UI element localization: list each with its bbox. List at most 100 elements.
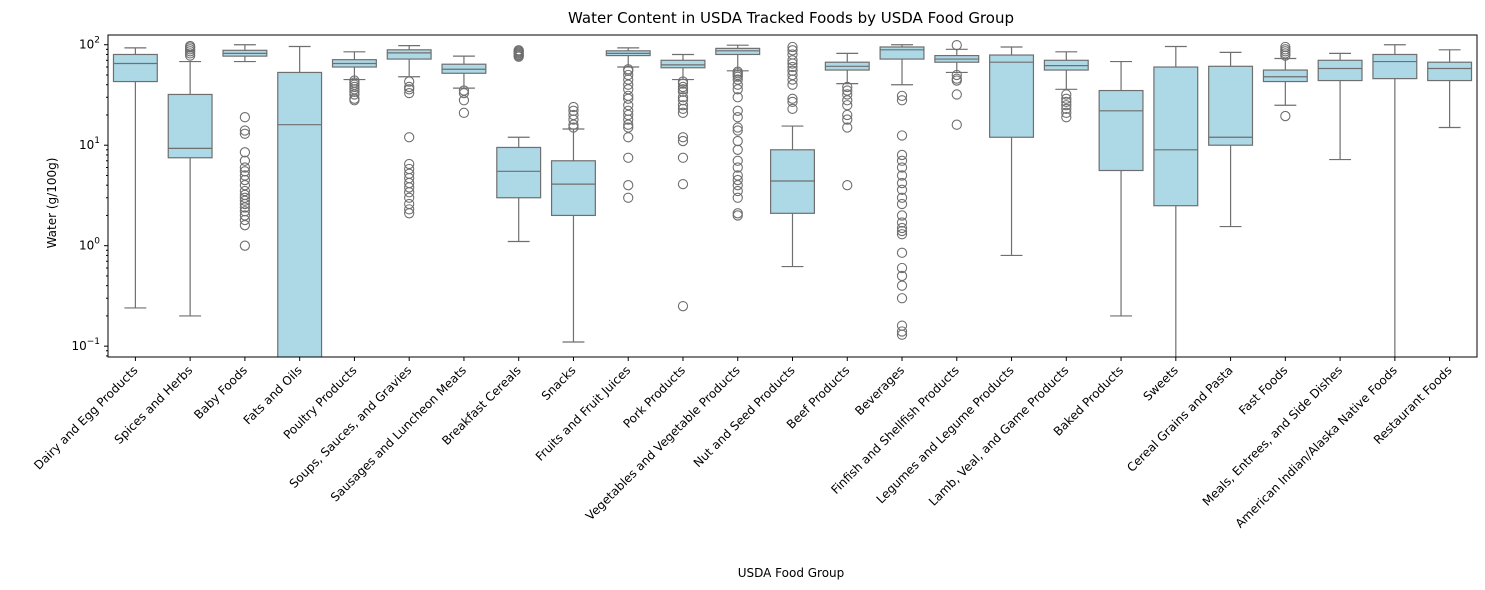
outlier-point	[1280, 41, 1291, 53]
x-tick-label: Fast Foods	[1236, 363, 1290, 417]
outlier-point	[404, 182, 415, 193]
outlier-point	[896, 210, 908, 221]
outlier-point	[896, 217, 908, 228]
iqr-box	[1372, 53, 1418, 80]
outlier-point	[677, 92, 689, 103]
outlier-point	[239, 112, 251, 123]
outlier-point	[732, 162, 743, 173]
outlier-point	[458, 107, 470, 118]
outlier-point	[677, 107, 689, 118]
outlier-point	[677, 152, 689, 163]
box-group	[824, 52, 870, 191]
outlier-point	[732, 192, 743, 203]
outlier-point	[404, 84, 415, 95]
outlier-point	[842, 114, 853, 125]
iqr-box	[879, 46, 925, 60]
box-group	[769, 41, 816, 268]
outlier-point	[623, 114, 634, 125]
box-group	[1262, 41, 1308, 122]
outlier-point	[732, 144, 743, 155]
x-tick-label: Fruits and Fruit Juices	[533, 363, 634, 464]
outlier-point	[732, 208, 743, 219]
x-tick-label: Beverages	[852, 363, 907, 418]
outlier-point	[349, 95, 360, 106]
iqr-box	[660, 59, 706, 69]
outlier-point	[787, 103, 798, 115]
box-group	[496, 45, 542, 243]
outlier-point	[732, 180, 743, 191]
outlier-point	[404, 198, 415, 210]
outlier-point	[787, 55, 798, 66]
outlier-point	[1061, 107, 1072, 118]
outlier-point	[732, 125, 743, 136]
iqr-box	[550, 160, 596, 217]
outlier-point	[677, 178, 689, 190]
chart-title: Water Content in USDA Tracked Foods by U…	[568, 9, 1014, 27]
x-tick-label: Cereal Grains and Pasta	[1124, 363, 1235, 474]
outlier-point	[677, 103, 689, 115]
outlier-point	[239, 125, 251, 136]
outlier-point	[842, 109, 853, 121]
outlier-point	[239, 214, 251, 226]
outlier-point	[787, 93, 798, 104]
outlier-point	[239, 174, 251, 186]
outlier-point	[239, 147, 251, 158]
outlier-point	[732, 92, 743, 103]
outlier-point	[951, 69, 962, 81]
box-group	[1317, 52, 1363, 161]
outlier-point	[1280, 44, 1291, 55]
box-group	[1153, 45, 1199, 357]
outlier-point	[677, 86, 689, 97]
box-group	[441, 55, 487, 118]
box-group	[1098, 60, 1144, 317]
outlier-point	[951, 89, 962, 100]
plot-clip-group	[112, 40, 1473, 357]
plot-area	[112, 40, 1473, 357]
outlier-point	[732, 185, 743, 197]
outlier-point	[349, 86, 360, 97]
outlier-point	[239, 128, 251, 139]
outlier-point	[787, 96, 798, 108]
outlier-point	[732, 210, 743, 221]
outlier-point	[677, 135, 689, 147]
outlier-point	[732, 174, 743, 186]
outlier-point	[623, 180, 634, 191]
outlier-point	[732, 135, 743, 147]
y-tick-label: 102	[79, 36, 100, 52]
box-group	[331, 51, 377, 106]
outlier-point	[239, 240, 251, 251]
outlier-point	[568, 109, 579, 121]
box-group	[934, 40, 980, 130]
box-group	[989, 46, 1035, 257]
outlier-point	[896, 326, 908, 337]
box-group	[879, 44, 925, 340]
outlier-point	[404, 192, 415, 203]
box-group	[1208, 51, 1254, 228]
iqr-box	[1317, 59, 1363, 82]
outlier-point	[677, 132, 689, 143]
outlier-point	[349, 89, 360, 100]
outlier-point	[842, 89, 853, 100]
y-tick-label: 100	[79, 237, 100, 253]
outlier-point	[623, 152, 634, 163]
outlier-point	[677, 84, 689, 95]
x-tick-label: Snacks	[539, 363, 579, 403]
outlier-point	[896, 192, 908, 203]
outlier-point	[404, 204, 415, 215]
outlier-point	[951, 75, 962, 86]
outlier-point	[1061, 96, 1072, 108]
outlier-point	[404, 208, 415, 219]
outlier-point	[732, 79, 743, 90]
outlier-point	[349, 81, 360, 93]
outlier-point	[732, 71, 743, 82]
outlier-point	[404, 81, 415, 93]
iqr-box	[277, 71, 323, 357]
x-tick-label: Nut and Seed Products	[691, 363, 798, 470]
outlier-point	[1061, 103, 1072, 115]
outlier-point	[842, 95, 853, 106]
outlier-point	[896, 130, 908, 141]
outlier-point	[896, 155, 908, 166]
outlier-point	[677, 78, 689, 89]
outlier-point	[1061, 89, 1072, 100]
outlier-point	[896, 280, 908, 291]
